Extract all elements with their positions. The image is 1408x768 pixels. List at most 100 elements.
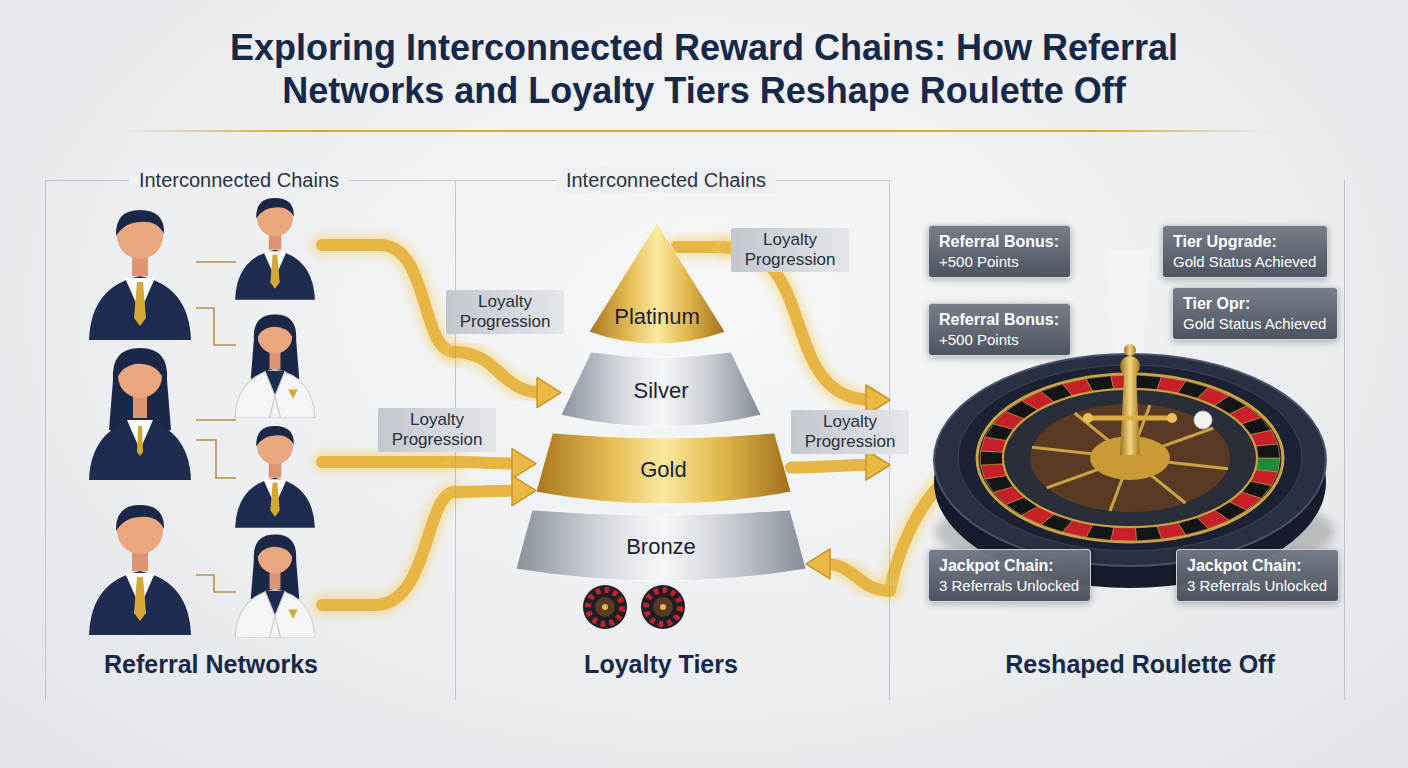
callout-text: 3 Referrals Unlocked: [1187, 576, 1327, 595]
spindle-knob: [1120, 356, 1140, 376]
mini-wheel-hub: [602, 604, 608, 610]
mini-wheel: [641, 585, 685, 629]
callout-box: Tier Upgrade:Gold Status Achieved: [1162, 225, 1328, 278]
tier-band-shape: [589, 223, 725, 344]
person-icon: [89, 210, 191, 340]
mini-wheel: [583, 585, 627, 629]
roulette-ball: [1194, 411, 1212, 429]
arrow-line: [791, 465, 872, 468]
wheel-arms: [1088, 416, 1172, 421]
arrow-tail-glow: [322, 451, 455, 473]
tier-label: Platinum: [614, 304, 700, 330]
mini-wheel-ring: [588, 590, 622, 624]
roulette-pocket: [1086, 376, 1114, 391]
arrow-line: [455, 491, 518, 492]
arm-knob: [1083, 413, 1093, 423]
edge-label: Loyalty Progression: [791, 410, 909, 454]
roulette-pocket: [1135, 526, 1161, 541]
tier-label: Bronze: [626, 534, 696, 560]
arrow-head: [512, 449, 536, 479]
callout-box: Referral Bonus:+500 Points: [928, 303, 1071, 356]
panel-caption: Referral Networks: [104, 649, 318, 679]
callout-text: Gold Status Achieved: [1173, 252, 1316, 271]
callout-text: Gold Status Achieved: [1183, 314, 1326, 333]
roulette-pocket: [981, 464, 1007, 479]
panel: Reshaped Roulette OffReferral Bonus:+500…: [890, 180, 1345, 700]
arrow-head: [806, 549, 830, 579]
referral-link: [196, 575, 236, 592]
callout-text: +500 Points: [939, 252, 1019, 271]
panel-caption: Loyalty Tiers: [584, 649, 738, 679]
arrow-tail-glow: [322, 492, 455, 605]
wheel-spindle: [1120, 374, 1140, 455]
roulette-pocket: [981, 451, 1003, 465]
wheel-ring: [977, 374, 1283, 542]
callout-heading: Tier Opr:: [1183, 294, 1250, 314]
tier-band: Platinum: [589, 223, 725, 346]
spindle-top: [1124, 344, 1136, 356]
wheel-track: [958, 365, 1302, 551]
arrow-line: [455, 462, 518, 464]
flow-arrow: [455, 449, 536, 479]
callout-heading: Jackpot Chain:: [1187, 556, 1302, 576]
mini-roulette-icons: [583, 585, 685, 629]
title-underline: [115, 130, 1275, 132]
flow-arrow: [455, 476, 536, 506]
person-icon: [89, 505, 191, 635]
referral-link: [196, 261, 236, 263]
arrow-line: [824, 564, 890, 591]
tier-band: Silver: [561, 348, 761, 429]
callout-heading: Tier Upgrade:: [1173, 232, 1277, 252]
callout-text: +500 Points: [939, 330, 1019, 349]
arrow-head: [512, 476, 536, 506]
tier-label: Gold: [640, 457, 686, 483]
edge-label: Loyalty Progression: [731, 228, 849, 272]
referral-people: [89, 198, 315, 638]
callout-heading: Referral Bonus:: [939, 232, 1059, 252]
arrow-tail: [322, 245, 455, 352]
arrow-head: [537, 378, 561, 408]
tier-band-shape: [516, 510, 806, 581]
arrow-glow: [791, 465, 872, 468]
arrow-tail: [322, 456, 455, 468]
referral-link: [196, 419, 236, 421]
roulette-pocket: [1256, 444, 1280, 458]
roulette-pocket: [1111, 527, 1137, 541]
arm-knob: [1167, 413, 1177, 423]
mini-wheel-center: [595, 597, 615, 617]
edge-label: Loyalty Progression: [446, 290, 564, 334]
tier-label: Silver: [633, 378, 688, 404]
referral-link: [196, 440, 236, 478]
panel-heading: Interconnected Chains: [129, 167, 349, 193]
arrow-tail-glow: [322, 245, 455, 352]
callout-box: Jackpot Chain:3 Referrals Unlocked: [928, 549, 1091, 602]
tier-band-shape: [536, 433, 791, 504]
tier-band-shape: [561, 352, 761, 427]
person-icon: [235, 198, 315, 300]
arrow-line: [455, 352, 543, 393]
flow-arrow: [455, 352, 561, 408]
tier-band: Bronze: [516, 506, 806, 583]
panel-caption: Reshaped Roulette Off: [1005, 649, 1274, 679]
flow-arrow: [791, 450, 890, 480]
referral-links: [196, 262, 236, 592]
arrow-glow: [455, 491, 518, 492]
callout-heading: Jackpot Chain:: [939, 556, 1054, 576]
arrow-glow: [824, 564, 890, 591]
flow-arrow: [806, 549, 890, 591]
arrow-head: [866, 450, 890, 480]
mini-wheel-center: [653, 597, 673, 617]
callout-box: Referral Bonus:+500 Points: [928, 225, 1071, 278]
panel-heading: Interconnected Chains: [556, 167, 776, 193]
arrow-glow: [455, 462, 518, 464]
person-icon: [235, 426, 315, 528]
diagram-title: Exploring Interconnected Reward Chains: …: [79, 26, 1329, 112]
callout-box: Jackpot Chain:3 Referrals Unlocked: [1176, 549, 1339, 602]
edge-label: Loyalty Progression: [378, 408, 496, 452]
person-icon: [89, 348, 191, 480]
callout-box: Tier Opr:Gold Status Achieved: [1172, 287, 1338, 340]
person-icon: [235, 535, 315, 638]
flow-arrow: [725, 248, 890, 415]
callout-heading: Referral Bonus:: [939, 310, 1059, 330]
